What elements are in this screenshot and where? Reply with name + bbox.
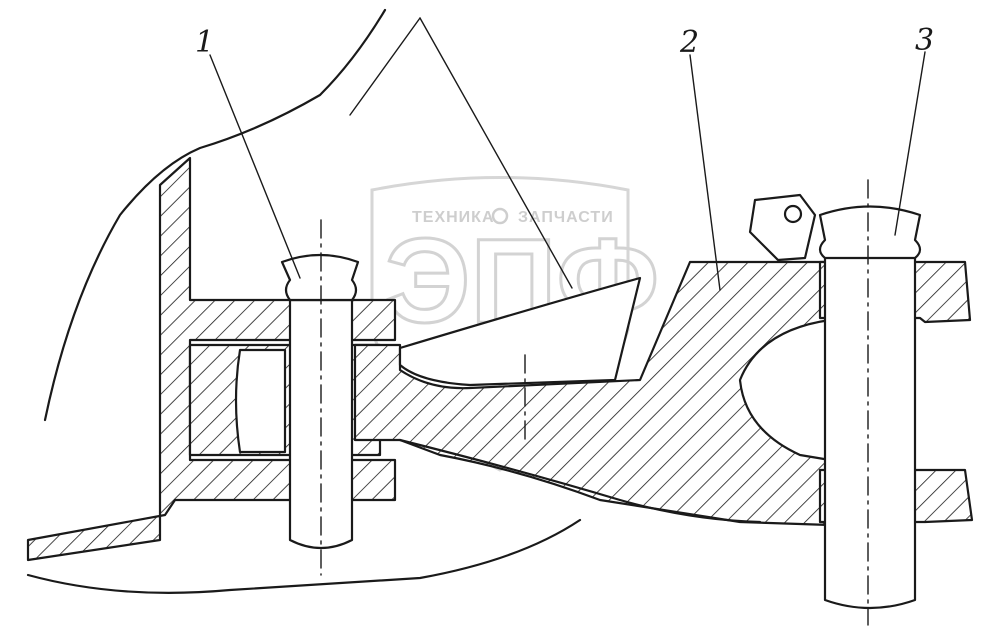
leader-line-top-a [419,17,573,289]
lever-bore [738,318,832,462]
leader-line-2 [689,54,721,291]
leader-line-3 [894,51,926,236]
watermark-brand-right: ЗАПЧАСТИ [518,209,614,226]
callout-3: 3 [915,23,934,58]
callout-1: 1 [195,25,214,60]
watermark-gear-icon [491,207,509,225]
lug-inner-cavity [234,348,287,454]
leader-line-top-b [349,17,421,116]
leader-line-1 [209,54,301,279]
watermark-brand-left: ТЕХНИКА [412,209,495,226]
housing-bottom-outline [26,518,582,594]
grease-fitting [748,193,817,262]
pin-3 [818,179,922,626]
pin-1 [280,219,360,576]
lever-arm-cavity [398,276,642,387]
lever-lower-outline [398,438,762,524]
housing-wall-section [26,156,397,562]
callout-2: 2 [679,25,699,60]
housing-outline [43,8,387,422]
